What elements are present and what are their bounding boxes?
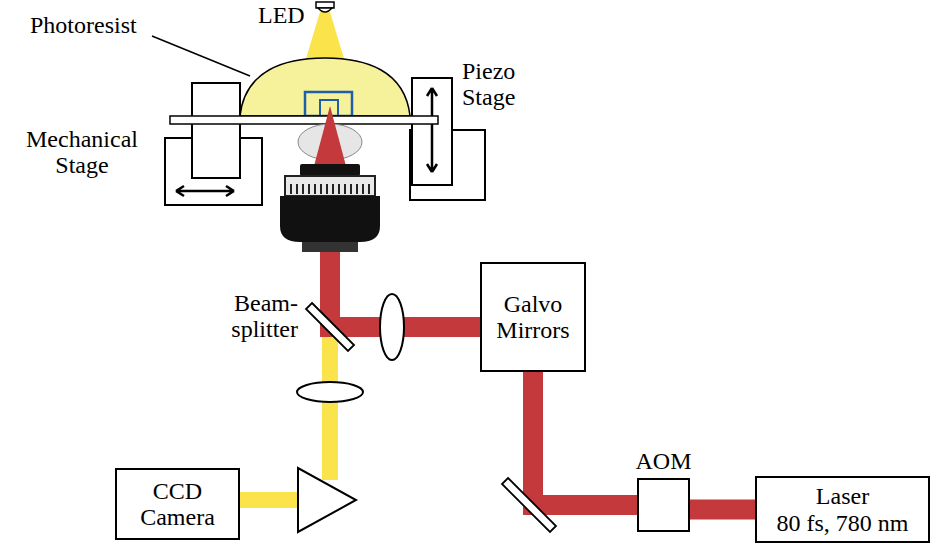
motion-arrow bbox=[427, 88, 437, 172]
laser-focus bbox=[314, 106, 346, 166]
stage-post bbox=[192, 83, 240, 178]
device-name: CCD Camera bbox=[130, 478, 225, 531]
device-box: Laser80 fs, 780 nm bbox=[755, 476, 930, 543]
led-symbol bbox=[316, 2, 334, 8]
led-light bbox=[305, 12, 345, 62]
steering-mirror bbox=[502, 478, 556, 532]
objective-thread bbox=[302, 242, 358, 252]
beamsplitter bbox=[306, 303, 354, 351]
motion-arrow bbox=[176, 186, 234, 196]
device-box: Galvo Mirrors bbox=[480, 262, 586, 372]
modulator-box: AOM bbox=[637, 478, 690, 532]
part-label: Mechanical Stage bbox=[6, 126, 158, 179]
part-label: Piezo Stage bbox=[462, 58, 536, 111]
device-name: Galvo Mirrors bbox=[487, 291, 579, 344]
device-spec: 80 fs, 780 nm bbox=[777, 510, 909, 536]
imaging-light bbox=[240, 492, 300, 508]
device-name: AOM bbox=[635, 448, 691, 474]
glass-slide bbox=[170, 116, 438, 124]
objective-body bbox=[280, 196, 380, 242]
objective-ring bbox=[285, 176, 375, 196]
device-box: CCD Camera bbox=[115, 468, 240, 540]
laser-beam bbox=[690, 500, 755, 520]
part-label: Beam- splitter bbox=[222, 290, 298, 343]
photoresist-drop bbox=[240, 58, 410, 116]
lens bbox=[380, 294, 404, 360]
prism bbox=[298, 468, 356, 532]
stage-post bbox=[412, 78, 452, 185]
leader-line bbox=[152, 36, 250, 76]
component-label: LED bbox=[258, 2, 312, 28]
laser-beam bbox=[533, 372, 637, 505]
imaging-light bbox=[322, 337, 338, 480]
objective-tip bbox=[300, 164, 360, 176]
device-name: Laser bbox=[816, 483, 869, 509]
led-symbol bbox=[318, 8, 332, 12]
part-label: Photoresist bbox=[30, 12, 152, 38]
lens bbox=[297, 382, 363, 402]
